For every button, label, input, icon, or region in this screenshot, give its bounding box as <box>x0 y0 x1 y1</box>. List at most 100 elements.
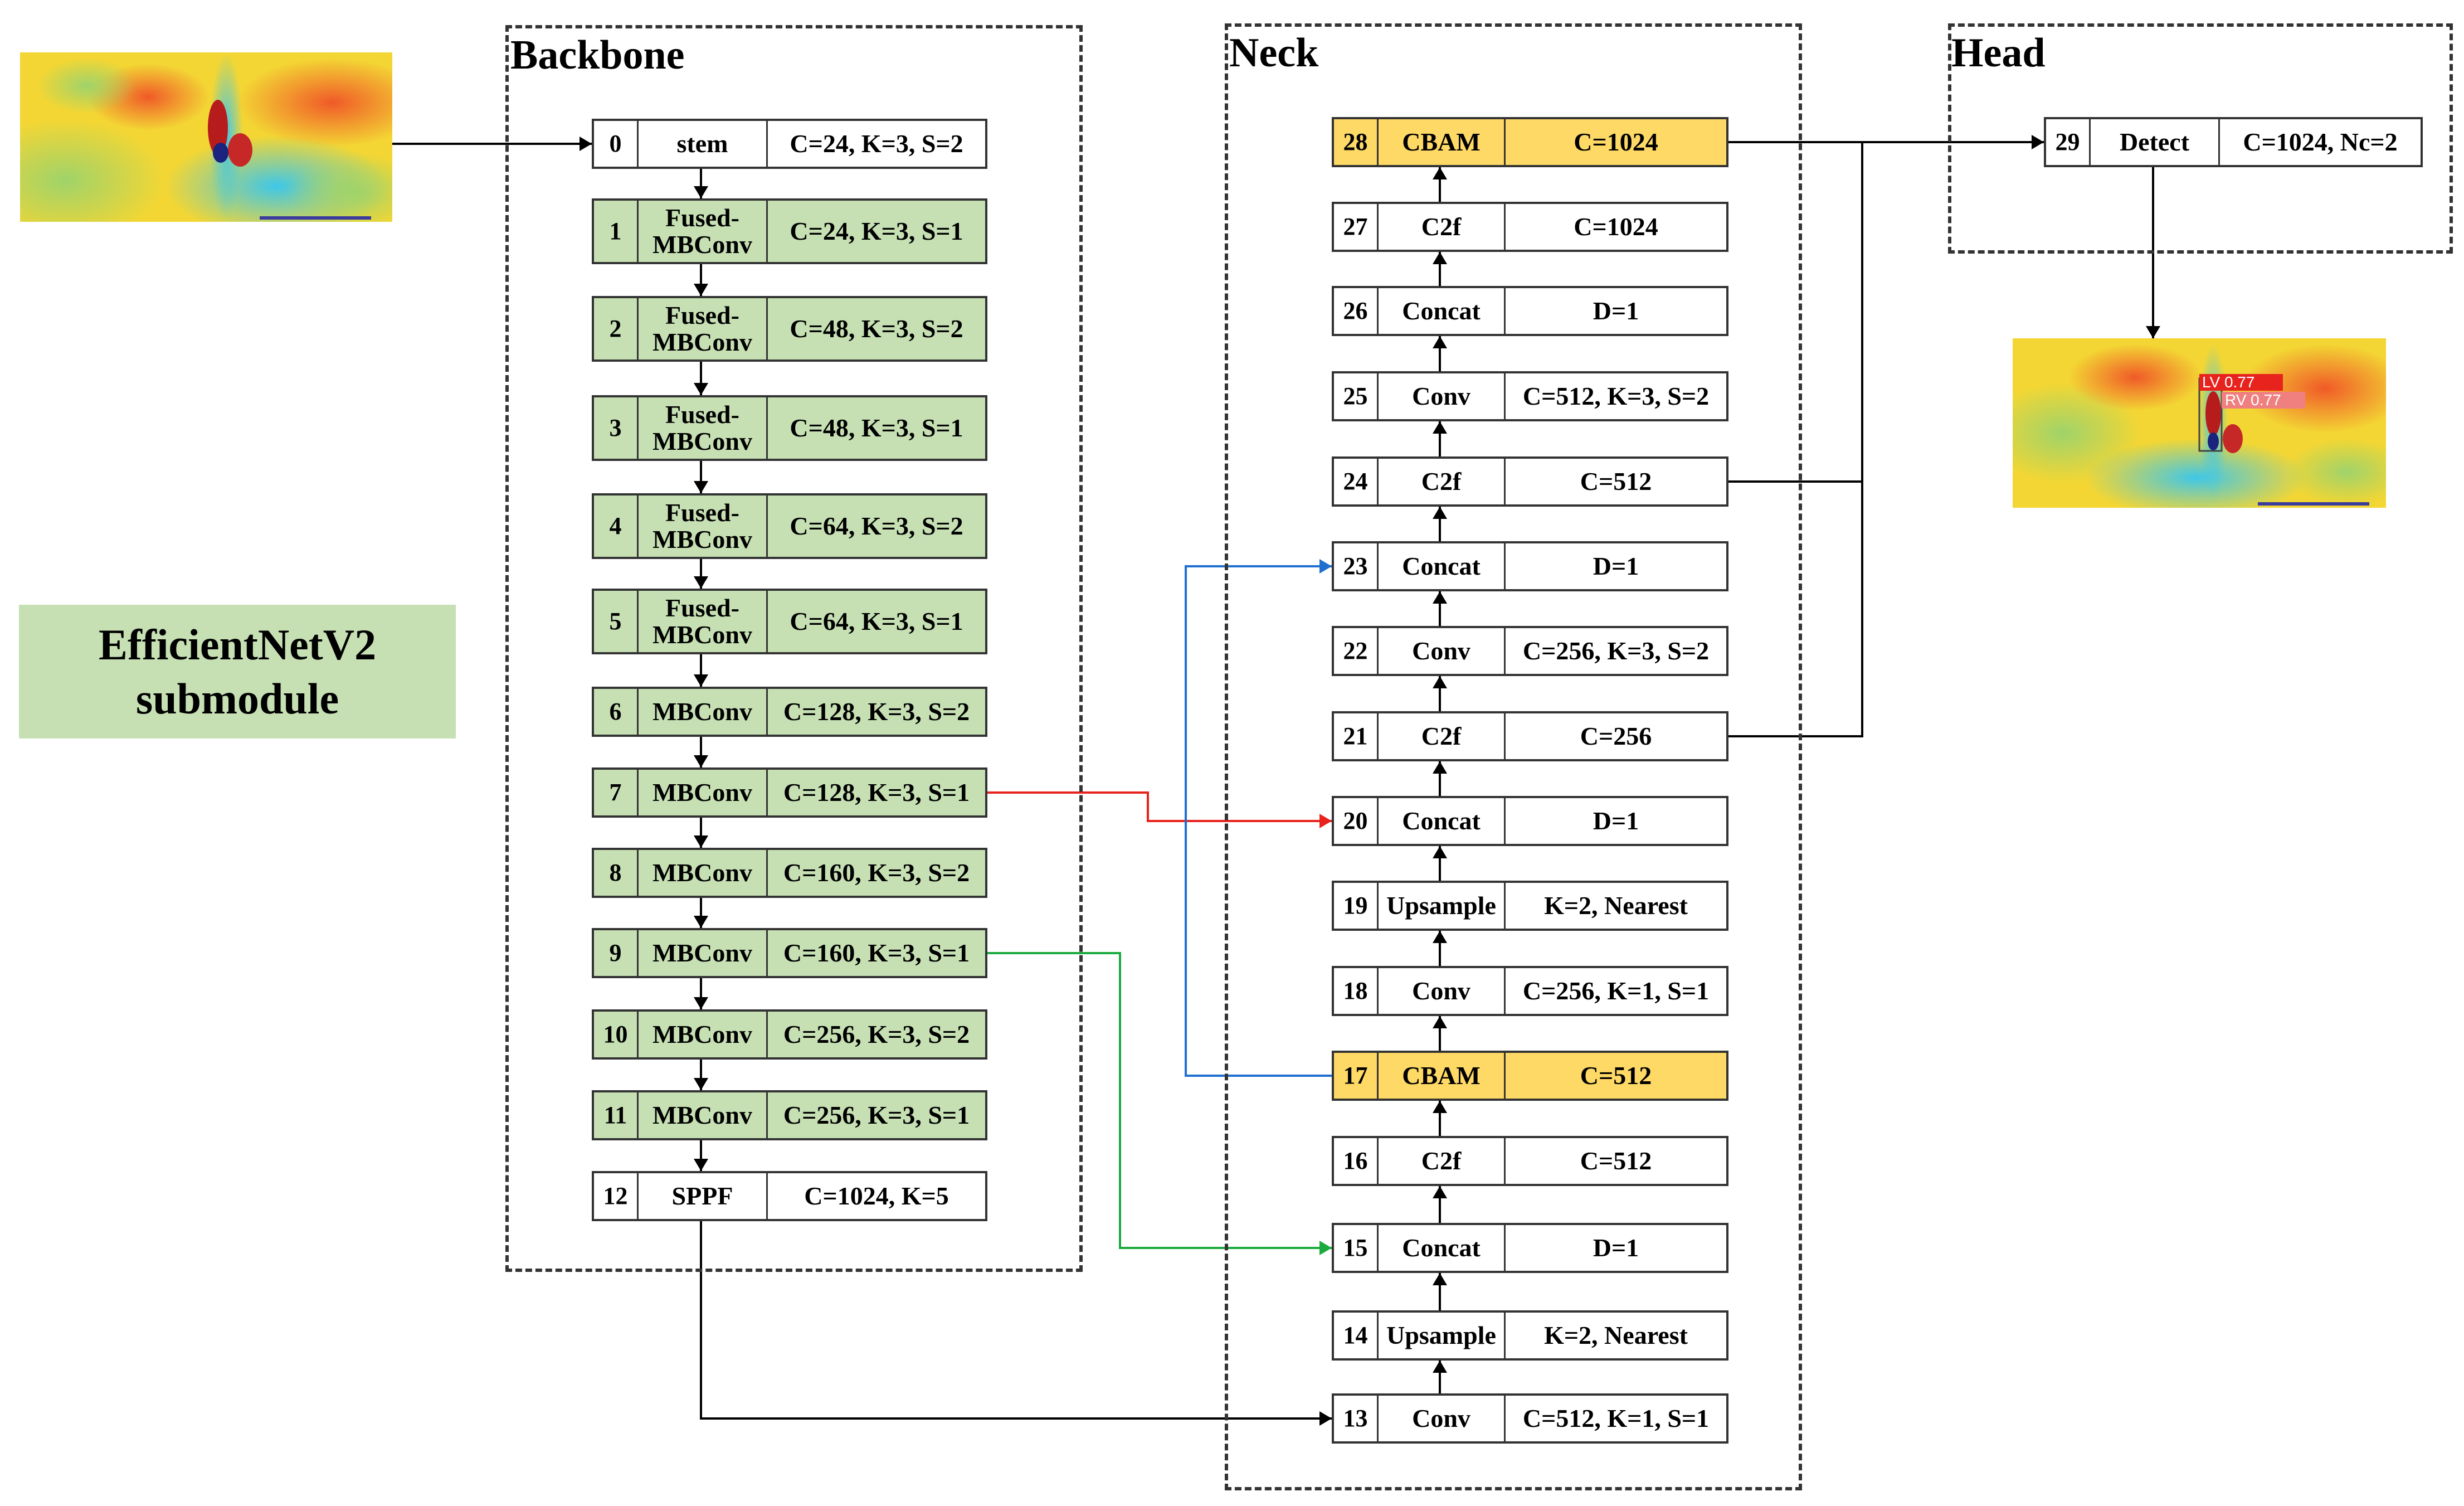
layer-params: D=1 <box>1593 806 1639 835</box>
lv-detection-label: LV 0.77 <box>2202 373 2255 391</box>
layer-name: Upsample <box>1379 883 1506 929</box>
layer-name: MBConv <box>639 689 768 735</box>
layer-name: Conv <box>1379 628 1506 674</box>
neck-arrow-15-arrowhead <box>1433 1186 1447 1198</box>
layer-index: 13 <box>1334 1396 1379 1441</box>
layer-params: C=24, K=3, S=2 <box>790 129 963 158</box>
layer-index: 25 <box>1334 373 1379 419</box>
layer-name: Concat <box>1379 1225 1506 1271</box>
layer-name: MBConv <box>639 1092 768 1138</box>
sppf-to-neck-arrow-arrowhead <box>1319 1411 1332 1426</box>
layer-index: 22 <box>1334 628 1379 674</box>
layer-params: C=1024 <box>1574 127 1658 156</box>
neck-frame <box>1225 23 1802 1490</box>
neck-arrow-22-arrowhead <box>1433 591 1447 604</box>
layer-name: C2f <box>1379 713 1506 759</box>
neck-arrow-27-arrowhead <box>1433 167 1447 179</box>
legend-line-1: EfficientNetV2 <box>98 620 377 669</box>
layer-index: 9 <box>594 930 639 976</box>
layer-name: Concat <box>1379 543 1506 589</box>
detect-to-output-arrow-arrowhead <box>2146 326 2160 338</box>
layer-index: 7 <box>594 770 639 815</box>
backbone-arrow-1-arrowhead <box>694 284 708 296</box>
backbone-arrow-5-arrowhead <box>694 674 708 687</box>
layer-name: Fused- MBConv <box>639 201 768 262</box>
layer-index: 26 <box>1334 288 1379 334</box>
layer-index: 11 <box>594 1092 639 1138</box>
legend-line-2: submodule <box>135 674 339 723</box>
layer-index: 14 <box>1334 1313 1379 1358</box>
neck-arrow-16-arrowhead <box>1433 1101 1447 1113</box>
layer-index: 3 <box>594 397 639 459</box>
layer-index: 2 <box>594 298 639 360</box>
layer-index: 17 <box>1334 1053 1379 1099</box>
input-to-stem-arrow-arrowhead <box>580 137 592 151</box>
layer-name: C2f <box>1379 204 1506 250</box>
layer-params: C=64, K=3, S=1 <box>790 606 963 635</box>
layer-index: 4 <box>594 495 639 557</box>
neck-arrow-25-arrowhead <box>1433 336 1447 348</box>
neck-arrow-26-arrowhead <box>1433 252 1447 264</box>
layer-index: 28 <box>1334 119 1379 165</box>
layer-index: 24 <box>1334 459 1379 504</box>
neck-title: Neck <box>1229 30 1319 76</box>
layer-name: Concat <box>1379 798 1506 844</box>
layer-name: Fused- MBConv <box>639 591 768 652</box>
layer-name: MBConv <box>639 850 768 896</box>
layer-name: Fused- MBConv <box>639 495 768 557</box>
layer-params: C=48, K=3, S=1 <box>790 413 963 442</box>
layer-params: K=2, Nearest <box>1544 1320 1688 1349</box>
layer-index: 1 <box>594 201 639 262</box>
neck-arrow-19-arrowhead <box>1433 846 1447 858</box>
head-frame <box>1948 23 2453 254</box>
layer-params: C=256, K=1, S=1 <box>1522 976 1710 1005</box>
backbone-arrow-0-arrowhead <box>694 186 708 198</box>
layer-name: stem <box>639 121 768 167</box>
layer-name: C2f <box>1379 1138 1506 1184</box>
skip-17-to-23-arrowhead <box>1319 559 1332 574</box>
output-detection-image: LV 0.77 RV 0.77 <box>2013 338 2386 508</box>
layer-name: Fused- MBConv <box>639 298 768 360</box>
backbone-arrow-9-arrowhead <box>694 997 708 1009</box>
layer-name: MBConv <box>639 930 768 976</box>
layer-params: C=512 <box>1580 467 1652 495</box>
input-heatmap-image <box>20 52 392 222</box>
layer-params: C=512 <box>1580 1061 1652 1090</box>
layer-params: C=256, K=3, S=2 <box>1522 636 1710 665</box>
layer-params: C=256, K=3, S=1 <box>783 1100 970 1129</box>
layer-params: C=128, K=3, S=2 <box>783 697 970 726</box>
backbone-arrow-10-arrowhead <box>694 1078 708 1090</box>
layer-index: 19 <box>1334 883 1379 929</box>
c2f21-to-detect <box>1728 482 1863 737</box>
skip-17-to-23 <box>1185 565 1332 1077</box>
layer-params: C=24, K=3, S=1 <box>790 216 963 245</box>
layer-index: 20 <box>1334 798 1379 844</box>
layer-name: CBAM <box>1379 119 1506 165</box>
layer-params: C=512, K=3, S=2 <box>1522 381 1710 410</box>
rv-detection-label: RV 0.77 <box>2225 391 2281 409</box>
